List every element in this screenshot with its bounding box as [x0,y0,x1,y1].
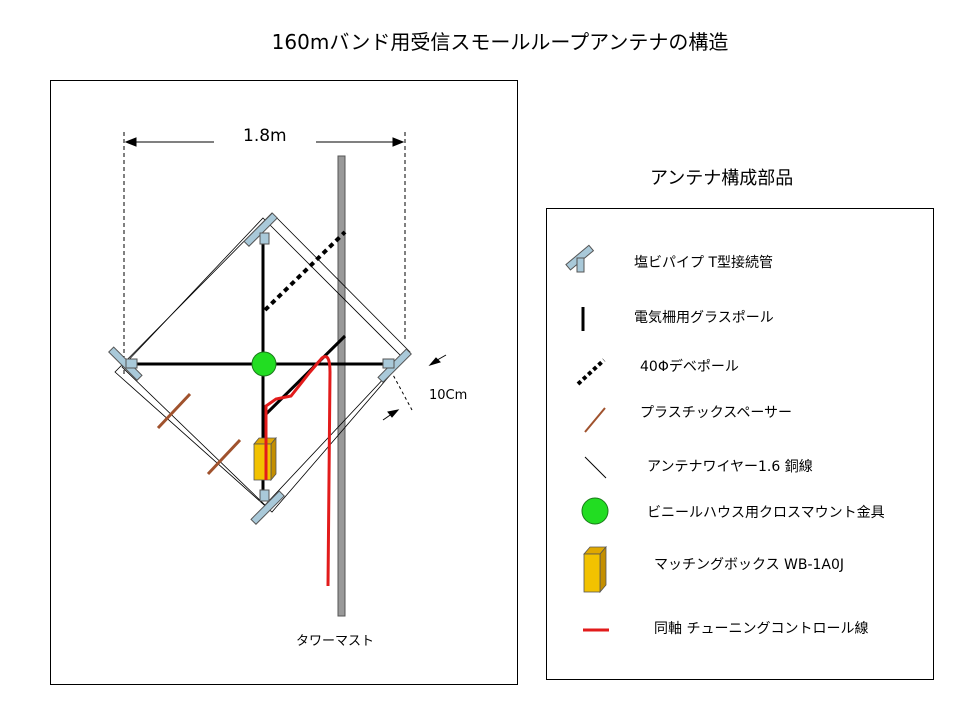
gap-label: 10Cm [429,388,468,403]
legend-label-pvc-tee: 塩ビパイプ T型接続管 [634,255,774,271]
matching-box-icon [583,545,607,594]
width-label: 1.8m [243,126,287,146]
cross-mount-icon [581,497,609,525]
dashed-pole [263,230,347,312]
plastic-spacer-icon [584,407,606,433]
legend-label-spacer: プラスチックスペーサー [640,405,793,421]
pvc-tee-pipe-icon [565,244,595,273]
legend-frame [546,208,934,680]
legend-title: アンテナ構成部品 [650,168,794,189]
legend-label-wire: アンテナワイヤー1.6 銅線 [647,459,813,475]
cross-mount [251,351,277,377]
legend-label-coax: 同軸 チューニングコントロール線 [654,621,869,637]
dashed-pole-icon [576,358,606,386]
coax-line [264,355,332,587]
pvc-tee-pipes [108,212,412,525]
antenna-wire-icon [584,456,607,479]
legend-label-dashed-pole: 40Φデベポール [640,359,739,375]
tower-mast [337,155,346,617]
legend-label-matching-box: マッチングボックス WB-1A0J [654,557,845,573]
diagram-frame [50,80,518,685]
dimension-guides [123,132,447,421]
mast-label: タワーマスト [296,634,375,649]
page-title: 160mバンド用受信スモールループアンテナの構造 [271,30,729,54]
plastic-spacers [156,392,242,476]
legend-label-cross-mount: ビニールハウス用クロスマウント金具 [647,505,885,521]
legend-label-glass-pole: 電気柵用グラスポール [634,310,774,326]
